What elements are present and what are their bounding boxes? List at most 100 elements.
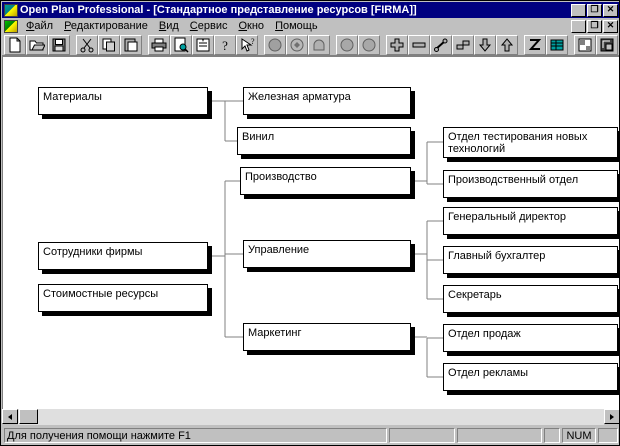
diagram-node-stoimostnye[interactable]: Стоимостные ресурсы	[38, 284, 208, 312]
diagram-node-marketing[interactable]: Маркетинг	[243, 323, 411, 351]
link-icon	[434, 38, 448, 52]
diagram-node-upravlenie[interactable]: Управление	[243, 240, 411, 268]
new-file-icon	[9, 37, 21, 52]
diagram-node-proizvodstvo[interactable]: Производство	[240, 167, 411, 195]
move-up-button[interactable]	[496, 34, 518, 55]
zigzag-icon	[528, 38, 542, 50]
print-button[interactable]	[148, 34, 170, 55]
cut-button[interactable]	[76, 34, 98, 55]
scroll-left-button[interactable]	[2, 409, 18, 424]
scroll-right-button[interactable]	[604, 409, 619, 424]
remove-minus-icon	[412, 42, 426, 47]
horizontal-scrollbar[interactable]	[2, 409, 619, 425]
mdi-restore-button[interactable]: ❐	[587, 19, 602, 33]
mdi-minimize-button[interactable]: _	[571, 19, 586, 34]
grid-table-button[interactable]	[546, 34, 568, 55]
expand-icon	[600, 38, 614, 51]
zigzag-button[interactable]	[524, 34, 546, 55]
menu-label-edit: едактирование	[70, 20, 148, 32]
diagram-node-sekretar[interactable]: Секретарь	[443, 285, 618, 313]
node-label: Главный бухгалтер	[448, 250, 546, 262]
diagram-node-vinil[interactable]: Винил	[237, 127, 411, 155]
add-button[interactable]	[386, 34, 408, 55]
scroll-left-arrow-icon	[8, 413, 12, 420]
menu-accel-edit: Р	[64, 20, 71, 32]
menu-item-edit[interactable]: Редактирование	[59, 19, 154, 33]
menu-label-view: ид	[166, 20, 179, 32]
help-question-icon: ?	[222, 38, 228, 53]
node-label: Управление	[248, 244, 310, 256]
circle-grey2-icon	[362, 38, 376, 51]
print-icon	[151, 38, 167, 51]
node-label: Отдел рекламы	[448, 367, 529, 379]
diagram-canvas-area[interactable]: Материалы Железная арматура Винил Отдел …	[2, 56, 619, 425]
mdi-close-button[interactable]: ✕	[603, 19, 618, 33]
step-button[interactable]	[452, 34, 474, 55]
status-hint: Для получения помощи нажмите F1	[4, 428, 387, 443]
minimize-button[interactable]: _	[571, 3, 586, 17]
cut-scissors-icon	[80, 38, 94, 52]
save-button[interactable]	[48, 34, 70, 55]
diagram-node-zhel-armatura[interactable]: Железная арматура	[243, 87, 411, 115]
expand-button[interactable]	[596, 34, 618, 55]
link-button[interactable]	[430, 34, 452, 55]
svg-text:?: ?	[222, 38, 228, 53]
status-bar: Для получения помощи нажмите F1 NUM	[2, 426, 619, 445]
menu-label-file: айл	[34, 20, 54, 32]
remove-button[interactable]	[408, 34, 430, 55]
sort-button[interactable]	[192, 34, 214, 55]
minimize-icon: _	[575, 21, 582, 34]
diagram-node-proizv-otdel[interactable]: Производственный отдел	[443, 170, 618, 198]
menu-item-help[interactable]: Помощь	[270, 19, 324, 33]
node-label: Производственный отдел	[448, 174, 579, 186]
diagram-node-gen-director[interactable]: Генеральный директор	[443, 207, 618, 235]
menu-accel-service: С	[189, 20, 198, 32]
restore-icon: ❐	[590, 19, 599, 30]
diagram-node-otdel-reklamy[interactable]: Отдел рекламы	[443, 363, 618, 391]
node-label: Стоимостные ресурсы	[43, 288, 159, 300]
node-label: Отдел тестирования новых технологий	[448, 131, 588, 155]
menu-label-service: ервис	[197, 20, 228, 32]
print-preview-button[interactable]	[170, 34, 192, 55]
scrollbar-track[interactable]	[18, 409, 604, 425]
print-preview-icon	[174, 37, 189, 53]
title-bar: Open Plan Professional - [Стандартное пр…	[2, 2, 619, 18]
move-down-button[interactable]	[474, 34, 496, 55]
paste-icon	[124, 38, 138, 51]
ellipse-pattern-button[interactable]	[286, 34, 308, 55]
rounded-shape-button[interactable]	[308, 34, 330, 55]
document-icon[interactable]	[4, 19, 18, 33]
ellipse-filled-button[interactable]	[264, 34, 286, 55]
diagram-node-materialy[interactable]: Материалы	[38, 87, 208, 115]
copy-button[interactable]	[98, 34, 120, 55]
node-label: Винил	[242, 131, 275, 143]
node-label: Производство	[245, 171, 317, 183]
grid-table-icon	[550, 39, 564, 50]
node-label: Генеральный директор	[448, 211, 566, 223]
restore-button[interactable]: ❐	[587, 3, 602, 17]
close-button[interactable]: ✕	[603, 3, 618, 17]
menu-item-file[interactable]: Файл	[21, 19, 59, 33]
layout-button[interactable]	[574, 34, 596, 55]
diagram-node-otdel-prodazh[interactable]: Отдел продаж	[443, 324, 618, 352]
menu-label-window: кно	[247, 20, 265, 32]
paste-button[interactable]	[120, 34, 142, 55]
open-folder-button[interactable]	[26, 34, 48, 55]
toolbar: ? ?	[2, 34, 619, 56]
scrollbar-thumb[interactable]	[19, 409, 38, 424]
menu-accel-help: П	[275, 20, 283, 32]
diagram-node-gl-buhgalter[interactable]: Главный бухгалтер	[443, 246, 618, 274]
help-question-button[interactable]: ?	[214, 34, 236, 55]
rounded-shape-icon	[313, 39, 325, 50]
circle-grey2-button[interactable]	[358, 34, 380, 55]
menu-item-view[interactable]: Вид	[154, 19, 185, 33]
circle-grey-button[interactable]	[336, 34, 358, 55]
diagram-node-otdel-test[interactable]: Отдел тестирования новых технологий	[443, 127, 618, 158]
menu-item-service[interactable]: Сервис	[185, 19, 234, 33]
menu-item-window[interactable]: Окно	[233, 19, 270, 33]
diagram-node-sotrudniki[interactable]: Сотрудники фирмы	[38, 242, 208, 270]
context-help-button[interactable]: ?	[236, 34, 258, 55]
window-controls: _ ❐ ✕	[571, 3, 618, 17]
new-file-button[interactable]	[4, 34, 26, 55]
